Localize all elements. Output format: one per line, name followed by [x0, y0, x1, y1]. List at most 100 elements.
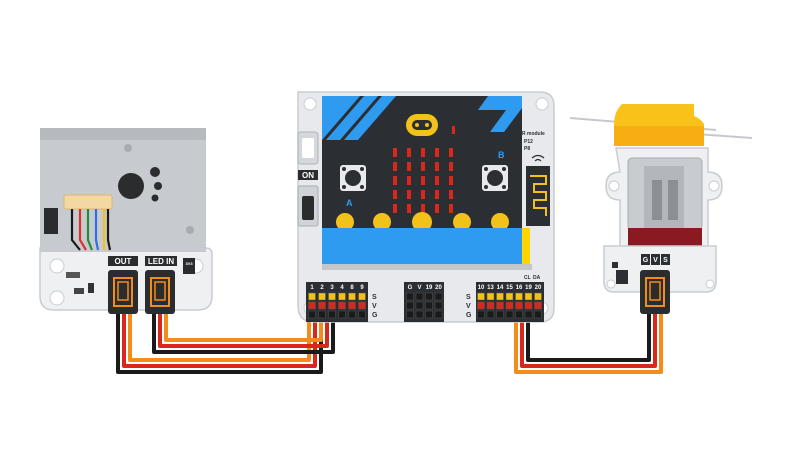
button-a[interactable]: [340, 165, 366, 191]
power-switch-knob[interactable]: [302, 196, 314, 220]
motor-connector: [640, 270, 670, 314]
header-pin[interactable]: [358, 301, 366, 310]
header-pin[interactable]: [434, 292, 443, 301]
header-pin[interactable]: [515, 292, 523, 301]
header-pin[interactable]: [425, 310, 433, 319]
header-pin[interactable]: [318, 292, 326, 301]
header-pin[interactable]: [434, 301, 443, 310]
sensor-lens-icon: [118, 173, 144, 199]
led-pixel: [407, 148, 411, 157]
screw-icon: [124, 144, 132, 152]
header-pin[interactable]: [486, 310, 495, 319]
header-pin[interactable]: [415, 310, 424, 319]
header-pin[interactable]: [534, 292, 542, 301]
row-label: G: [372, 312, 378, 319]
led-in-label-bg: [145, 256, 177, 266]
led-pixel: [421, 190, 425, 199]
header-pin[interactable]: [338, 310, 346, 319]
header-pin[interactable]: [496, 301, 504, 310]
rf-antenna: [530, 175, 547, 216]
header-pin[interactable]: [308, 292, 316, 301]
header-pin[interactable]: [406, 310, 414, 319]
edge-connector-tip: [522, 228, 530, 264]
header-pin[interactable]: [328, 292, 336, 301]
header-pin[interactable]: [505, 292, 514, 301]
edge-slot: [322, 264, 532, 270]
header-pin[interactable]: [434, 310, 443, 319]
rf-module: R module P12 P8: [522, 131, 550, 226]
motor-pin-label-bg: [651, 254, 660, 265]
header-pin[interactable]: [477, 301, 485, 310]
header-pin[interactable]: [415, 301, 424, 310]
rf-label-3: P8: [524, 146, 530, 152]
header-pin[interactable]: [524, 301, 533, 310]
header-pin[interactable]: [505, 301, 514, 310]
mount-hole-icon: [708, 180, 720, 192]
led-pixel: [393, 204, 397, 213]
header-pin[interactable]: [308, 301, 316, 310]
ribbon-cable: [70, 209, 112, 251]
header-pin[interactable]: [406, 301, 414, 310]
led-pixel: [449, 176, 453, 185]
blue-stripe: [322, 96, 360, 140]
motor-jumper: [616, 270, 628, 284]
led-in-label: LED IN: [148, 257, 174, 266]
header-pin[interactable]: [308, 310, 316, 319]
sensor-hole-icon: [154, 182, 162, 190]
header-pin[interactable]: [505, 310, 514, 319]
row-label: V: [372, 303, 377, 310]
sensor-side-tab: [44, 208, 58, 234]
mount-hole-icon: [303, 97, 317, 111]
header-pin[interactable]: [515, 301, 523, 310]
header-pin[interactable]: [524, 310, 533, 319]
led-pixel: [393, 148, 397, 157]
mount-hole-icon: [705, 279, 715, 289]
header-pin[interactable]: [477, 310, 485, 319]
header-pin[interactable]: [348, 301, 356, 310]
header-pin[interactable]: [486, 301, 495, 310]
pin-number-label: 16: [516, 285, 523, 291]
pin-number-label: 19: [525, 285, 532, 291]
header-pin[interactable]: [348, 292, 356, 301]
microbit-logo-inner: [412, 120, 432, 130]
button-a-label: A: [346, 198, 353, 208]
smd-component: [88, 283, 94, 293]
header-pin[interactable]: [415, 292, 424, 301]
header-pin[interactable]: [338, 292, 346, 301]
led-pixel: [421, 204, 425, 213]
header-pin[interactable]: [496, 310, 504, 319]
pin-number-label: 15: [506, 285, 513, 291]
header-pin[interactable]: [477, 292, 485, 301]
header-pin[interactable]: [338, 301, 346, 310]
header-pin[interactable]: [318, 301, 326, 310]
header-pin[interactable]: [406, 292, 414, 301]
mount-hole-icon: [49, 258, 65, 274]
motor-driver-board: [603, 245, 717, 293]
header-pin[interactable]: [486, 292, 495, 301]
header-pin[interactable]: [496, 292, 504, 301]
header-pin[interactable]: [515, 310, 523, 319]
motor-endcap: [628, 228, 702, 248]
header-pin[interactable]: [425, 292, 433, 301]
led-pixel: [407, 176, 411, 185]
header-pin[interactable]: [425, 301, 433, 310]
button-b[interactable]: [482, 165, 508, 191]
header-pin[interactable]: [318, 310, 326, 319]
header-pin[interactable]: [358, 292, 366, 301]
header-pin[interactable]: [328, 301, 336, 310]
header-pin[interactable]: [348, 310, 356, 319]
header-pin[interactable]: [524, 292, 533, 301]
motor-pin-label: S: [663, 257, 668, 264]
header-pin[interactable]: [534, 301, 542, 310]
blue-stripe: [344, 96, 396, 140]
usb-port-inner: [302, 138, 314, 158]
header-pin[interactable]: [328, 310, 336, 319]
rf-label-1: R module: [522, 131, 545, 137]
blue-stripe: [478, 96, 522, 132]
header-pin[interactable]: [534, 310, 542, 319]
motor-pin-label: G: [643, 257, 649, 264]
header-pin[interactable]: [358, 310, 366, 319]
smd-component: [66, 272, 80, 278]
